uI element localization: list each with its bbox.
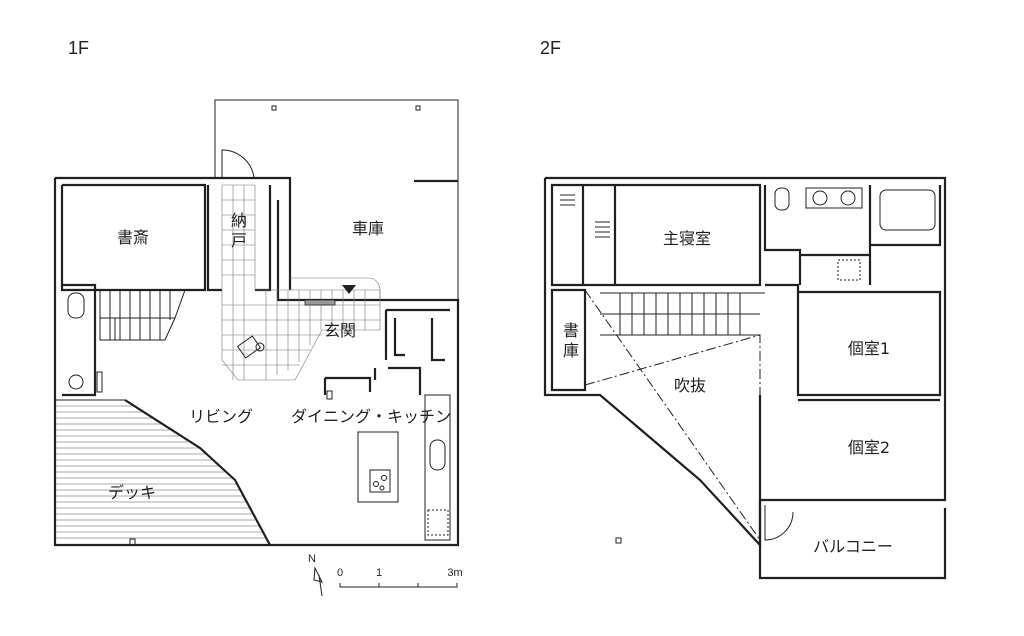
- basin: [805, 187, 863, 209]
- room-label-dining-kitchen: ダイニング・キッチン: [291, 407, 451, 426]
- room-label-master-bedroom: 主寝室: [663, 229, 711, 248]
- toilet-room: [62, 283, 103, 397]
- chair: [236, 335, 262, 359]
- stairs-1f: [99, 289, 186, 341]
- garage-inner-wall: [276, 200, 380, 302]
- floor2-title: 2F: [540, 38, 561, 58]
- shoe-rack: [304, 299, 336, 306]
- room-label-storage: 納: [231, 211, 247, 230]
- column: [271, 105, 277, 111]
- room-label-entrance: 玄関: [324, 321, 356, 340]
- scale-tick-1: 1: [376, 567, 382, 579]
- study-walls: [60, 183, 207, 292]
- toilet-icon: [774, 187, 790, 211]
- stove-icon: [369, 469, 391, 493]
- scale-tick-0: 0: [337, 567, 343, 579]
- floor2-plan: [543, 176, 947, 580]
- room-label-deck: デッキ: [108, 483, 156, 502]
- floor1-plan: [53, 99, 460, 547]
- column: [326, 390, 333, 400]
- room-label-library: 庫: [563, 341, 579, 360]
- door-swing: [221, 149, 255, 179]
- room-label-study: 書斎: [117, 228, 149, 247]
- stairs-2f: [600, 292, 765, 336]
- entrance-arrow-icon: [342, 285, 356, 294]
- void-diagonal: [584, 289, 761, 541]
- north-label: N: [308, 553, 316, 565]
- master-bedroom-walls: [550, 183, 762, 287]
- room-label-room1: 個室1: [848, 339, 890, 358]
- scale-tick-3m: 3m: [447, 567, 462, 579]
- column: [415, 105, 421, 111]
- room-label-void: 吹抜: [674, 376, 706, 395]
- kitchen-island: [357, 431, 399, 503]
- floor1-title: 1F: [68, 38, 89, 58]
- door-swing: [764, 505, 794, 541]
- room-label-room2: 個室2: [848, 438, 890, 457]
- library-walls: [550, 288, 587, 392]
- kitchen: [323, 308, 451, 541]
- room-label-storage: 戸: [231, 231, 247, 250]
- column: [615, 537, 622, 544]
- garage-outline: [214, 99, 459, 300]
- room-label-balcony: バルコニー: [813, 537, 893, 556]
- floor2-outer-wall: [543, 176, 947, 548]
- scale-bar: [339, 583, 458, 588]
- bathtub: [879, 189, 936, 231]
- entrance-tiles: [221, 184, 381, 381]
- room-label-library: 書: [563, 321, 579, 340]
- deck: [54, 399, 271, 546]
- room-label-garage: 車庫: [352, 219, 384, 238]
- north-arrow-icon: [313, 566, 323, 597]
- room-label-living: リビング: [189, 407, 253, 426]
